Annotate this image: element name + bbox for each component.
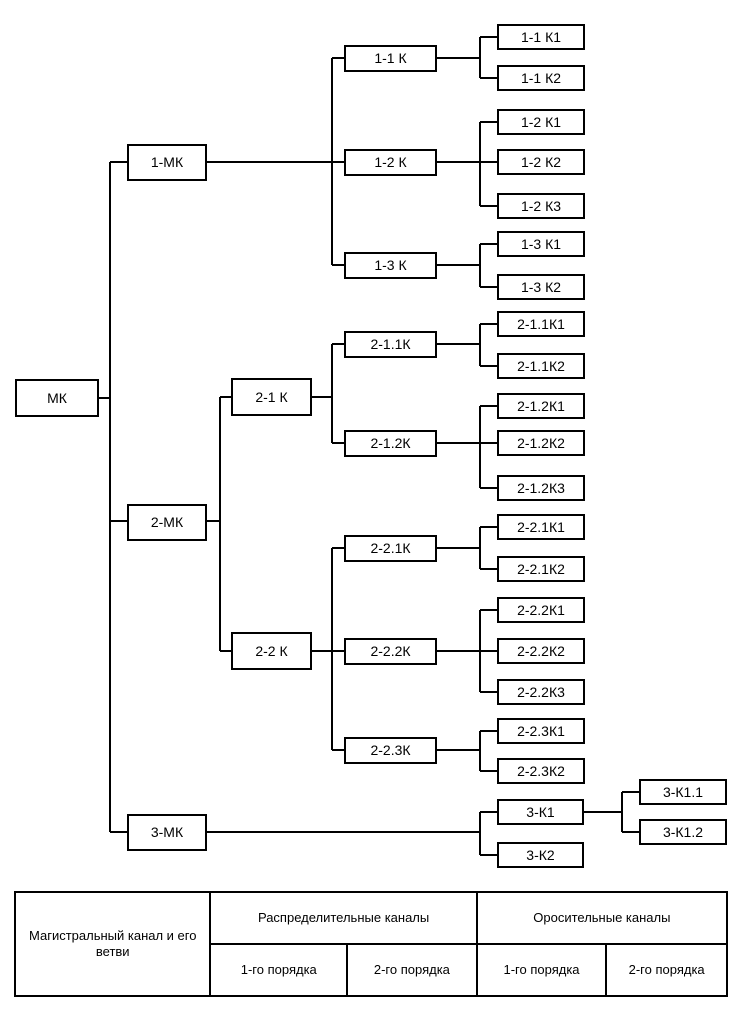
canal-tree-diagram: МК 1-МК 2-МК 3-МК 1-1 К 1-2 К 1-3 К 1-1 … xyxy=(15,24,727,868)
node-label: МК xyxy=(47,390,68,406)
node-2-1-2-k1: 2-1.2К1 xyxy=(497,393,585,419)
node-1-1-k: 1-1 К xyxy=(344,45,437,72)
legend-irrigation-order-1: 1-го порядка xyxy=(475,943,608,997)
node-2-1-2-k: 2-1.2К xyxy=(344,430,437,457)
node-1-1-k1: 1-1 К1 xyxy=(497,24,585,50)
node-1-2-k: 1-2 К xyxy=(344,149,437,176)
legend-distribution-order-2: 2-го порядка xyxy=(346,943,478,997)
node-label: 1-2 К3 xyxy=(521,198,561,214)
node-2-1-2-k3: 2-1.2К3 xyxy=(497,475,585,501)
node-label: 2-2 К xyxy=(255,643,288,659)
node-label: 1-2 К2 xyxy=(521,154,561,170)
node-1-3-k2: 1-3 К2 xyxy=(497,274,585,300)
node-label: 2-1.2К xyxy=(370,435,411,451)
node-label: 2-1.2К3 xyxy=(517,480,565,496)
node-label: 1-3 К2 xyxy=(521,279,561,295)
node-2-2-2-k2: 2-2.2К2 xyxy=(497,638,585,664)
node-label: 2-1.2К1 xyxy=(517,398,565,414)
node-label: 3-К1 xyxy=(526,804,555,820)
node-label: 2-2.2К3 xyxy=(517,684,565,700)
node-label: 2-2.3К1 xyxy=(517,723,565,739)
node-2-2-1-k2: 2-2.1К2 xyxy=(497,556,585,582)
node-2-2-1-k1: 2-2.1К1 xyxy=(497,514,585,540)
node-label: 2-2.1К1 xyxy=(517,519,565,535)
legend-irrigation-order-2: 2-го порядка xyxy=(605,943,728,997)
node-3-k1: 3-К1 xyxy=(497,799,584,825)
node-label: 3-К2 xyxy=(526,847,555,863)
node-label: 3-К1.2 xyxy=(663,824,703,840)
node-2-2-3-k1: 2-2.3К1 xyxy=(497,718,585,744)
node-label: 2-2.2К2 xyxy=(517,643,565,659)
node-2-2-3-k: 2-2.3К xyxy=(344,737,437,764)
node-2-2-2-k: 2-2.2К xyxy=(344,638,437,665)
node-label: 2-1.1К1 xyxy=(517,316,565,332)
legend-main-channel: Магистральный канал и его ветви xyxy=(13,891,212,997)
connectors xyxy=(98,36,640,856)
node-2-2-2-k1: 2-2.2К1 xyxy=(497,597,585,623)
node-label: 2-1.1К2 xyxy=(517,358,565,374)
legend-distribution-channels: Распределительные каналы xyxy=(209,891,478,945)
node-1-1-k2: 1-1 К2 xyxy=(497,65,585,91)
node-label: 3-К1.1 xyxy=(663,784,703,800)
node-1-mk: 1-МК xyxy=(127,144,207,181)
node-label: 2-2.1К2 xyxy=(517,561,565,577)
node-label: 1-1 К xyxy=(374,50,407,66)
node-2-1-1-k2: 2-1.1К2 xyxy=(497,353,585,379)
node-label: 1-2 К1 xyxy=(521,114,561,130)
node-main-mk: МК xyxy=(15,379,99,417)
node-2-mk: 2-МК xyxy=(127,504,207,541)
node-label: 1-3 К1 xyxy=(521,236,561,252)
node-3-k1-2: 3-К1.2 xyxy=(639,819,727,845)
node-2-2-2-k3: 2-2.2К3 xyxy=(497,679,585,705)
node-2-1-2-k2: 2-1.2К2 xyxy=(497,430,585,456)
node-label: 1-2 К xyxy=(374,154,407,170)
node-3-k1-1: 3-К1.1 xyxy=(639,779,727,805)
node-1-2-k1: 1-2 К1 xyxy=(497,109,585,135)
node-2-2-1-k: 2-2.1К xyxy=(344,535,437,562)
node-label: 2-МК xyxy=(151,514,184,530)
node-label: 2-2.3К xyxy=(370,742,411,758)
node-3-k2: 3-К2 xyxy=(497,842,584,868)
legend-table: Магистральный канал и его ветви Распреде… xyxy=(13,891,729,997)
node-1-2-k3: 1-2 К3 xyxy=(497,193,585,219)
node-label: 1-МК xyxy=(151,154,184,170)
node-3-mk: 3-МК xyxy=(127,814,207,851)
node-label: 2-1 К xyxy=(255,389,288,405)
node-label: 1-1 К2 xyxy=(521,70,561,86)
node-2-2-k: 2-2 К xyxy=(231,632,312,670)
legend-irrigation-channels: Оросительные каналы xyxy=(475,891,729,945)
node-2-2-3-k2: 2-2.3К2 xyxy=(497,758,585,784)
node-label: 2-2.2К1 xyxy=(517,602,565,618)
node-label: 2-1.2К2 xyxy=(517,435,565,451)
node-label: 2-2.3К2 xyxy=(517,763,565,779)
node-1-3-k: 1-3 К xyxy=(344,252,437,279)
node-2-1-1-k: 2-1.1К xyxy=(344,331,437,358)
node-label: 3-МК xyxy=(151,824,184,840)
node-label: 2-2.1К xyxy=(370,540,411,556)
node-label: 2-2.2К xyxy=(370,643,411,659)
legend-distribution-order-1: 1-го порядка xyxy=(209,943,349,997)
node-2-1-1-k1: 2-1.1К1 xyxy=(497,311,585,337)
node-2-1-k: 2-1 К xyxy=(231,378,312,416)
node-label: 2-1.1К xyxy=(370,336,411,352)
node-label: 1-1 К1 xyxy=(521,29,561,45)
node-1-3-k1: 1-3 К1 xyxy=(497,231,585,257)
node-1-2-k2: 1-2 К2 xyxy=(497,149,585,175)
node-label: 1-3 К xyxy=(374,257,407,273)
